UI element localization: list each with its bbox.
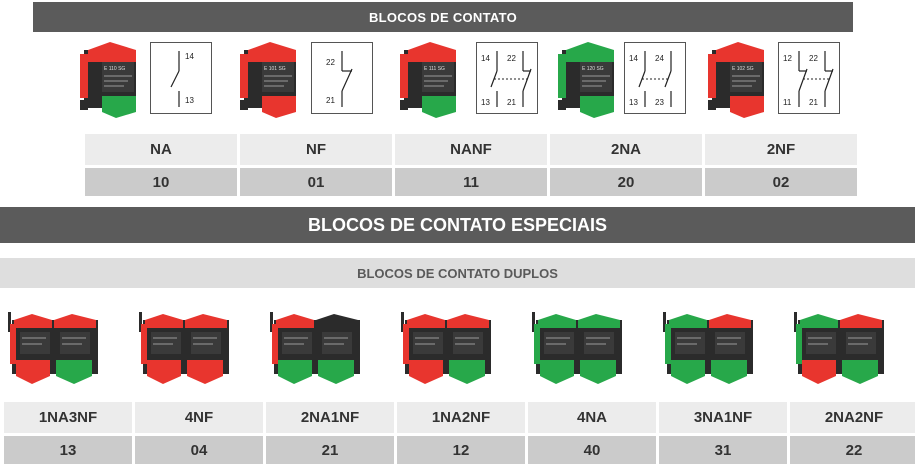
svg-text:21: 21 [507,98,516,107]
svg-text:13: 13 [629,98,638,107]
double-code: 40 [528,436,656,464]
contact-diagram: 22 21 [311,42,373,114]
double-type-label: 1NA2NF [397,402,525,433]
double-type-label: 3NA1NF [659,402,787,433]
contact-block-product: E 111 SG [400,40,462,125]
double-block-product [794,306,888,391]
svg-text:22: 22 [809,54,818,63]
double-block-product [270,306,364,391]
contact-type-label: 2NA [550,134,702,165]
svg-text:14: 14 [481,54,490,63]
contact-type-label: NANF [395,134,547,165]
double-code: 21 [266,436,394,464]
contact-diagram: 14 13 [150,42,212,114]
contact-type-label: NF [240,134,392,165]
contact-code: 20 [550,168,702,196]
svg-text:13: 13 [481,98,490,107]
contact-code: 11 [395,168,547,196]
contact-block-product: E 110 SG [80,40,142,125]
double-type-label: 4NA [528,402,656,433]
double-code: 04 [135,436,263,464]
double-code: 31 [659,436,787,464]
section-title-duplos: BLOCOS DE CONTATO DUPLOS [0,258,915,288]
svg-text:23: 23 [655,98,664,107]
double-block-product [139,306,233,391]
svg-text:12: 12 [783,54,792,63]
section-title-blocos-de-contato: BLOCOS DE CONTATO [33,2,853,32]
contact-diagram: 14 24 13 23 [624,42,686,114]
double-block-product [8,306,102,391]
double-code: 12 [397,436,525,464]
double-block-product [401,306,495,391]
contact-code: 10 [85,168,237,196]
contact-block-product: E 120 SG [558,40,620,125]
double-type-label: 2NA2NF [790,402,915,433]
svg-text:22: 22 [326,58,335,67]
svg-text:13: 13 [185,96,194,105]
svg-text:24: 24 [655,54,664,63]
section-title-especiais: BLOCOS DE CONTATO ESPECIAIS [0,207,915,243]
contact-code: 01 [240,168,392,196]
contact-type-label: 2NF [705,134,857,165]
product-label: E 110 SG [104,66,125,72]
contact-diagram: 12 22 11 21 [778,42,840,114]
double-code: 13 [4,436,132,464]
contact-block-product: E 101 SG [240,40,302,125]
double-type-label: 4NF [135,402,263,433]
product-label: E 120 SG [582,66,604,72]
contact-type-label: NA [85,134,237,165]
product-label: E 102 SG [732,66,754,72]
svg-text:11: 11 [783,98,792,107]
product-label: E 101 SG [264,66,286,72]
contact-diagram: 14 22 13 21 [476,42,538,114]
svg-text:14: 14 [185,52,194,61]
svg-text:21: 21 [326,96,335,105]
svg-text:14: 14 [629,54,638,63]
svg-text:21: 21 [809,98,818,107]
double-type-label: 1NA3NF [4,402,132,433]
contact-code: 02 [705,168,857,196]
double-code: 22 [790,436,915,464]
double-type-label: 2NA1NF [266,402,394,433]
svg-text:22: 22 [507,54,516,63]
product-label: E 111 SG [424,66,445,72]
double-block-product [663,306,757,391]
double-block-product [532,306,626,391]
contact-block-product: E 102 SG [708,40,770,125]
